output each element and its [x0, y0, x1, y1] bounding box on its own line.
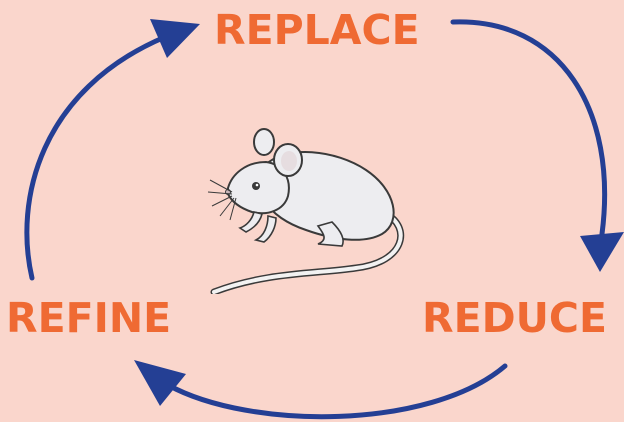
mouse-front-paws [240, 212, 276, 242]
arrowhead-refine [134, 360, 186, 406]
arrow-reduce-to-refine [168, 366, 505, 417]
mouse-ear-back [254, 129, 274, 155]
label-reduce: REDUCE [422, 298, 607, 339]
label-refine: REFINE [6, 298, 171, 339]
arrow-refine-to-replace [27, 37, 165, 278]
arrowhead-reduce [580, 232, 624, 272]
arrow-replace-to-reduce [453, 22, 605, 234]
label-replace: REPLACE [214, 10, 420, 51]
mouse-icon [206, 122, 416, 294]
mouse-eye [252, 182, 260, 190]
